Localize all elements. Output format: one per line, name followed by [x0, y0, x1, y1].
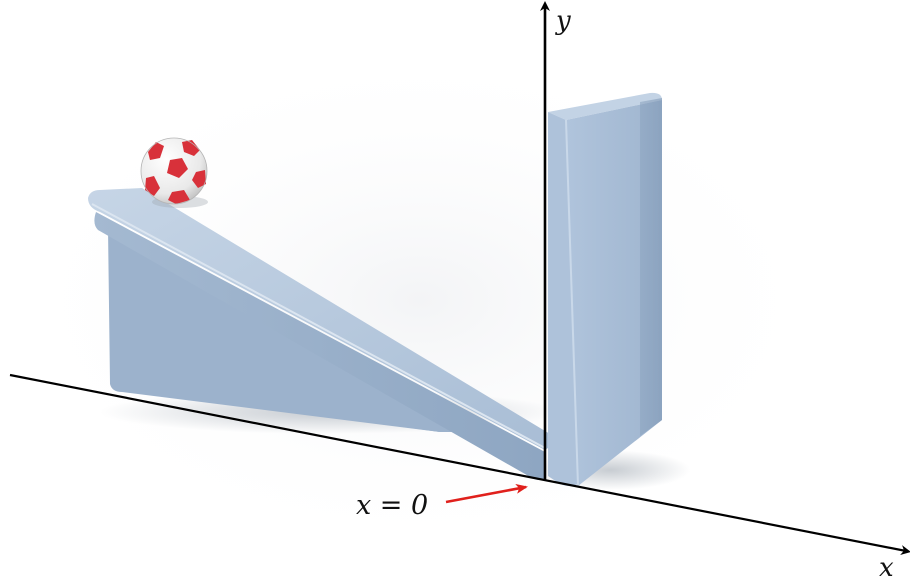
- origin-label: x = 0: [356, 490, 429, 521]
- origin-arrow: [445, 483, 528, 504]
- x-axis-label: x: [879, 553, 894, 583]
- ramp: [88, 188, 560, 480]
- x-axis: [9, 373, 910, 555]
- wall-block: [548, 92, 662, 487]
- soccer-ball: [140, 137, 208, 208]
- y-axis-label: y: [556, 6, 571, 36]
